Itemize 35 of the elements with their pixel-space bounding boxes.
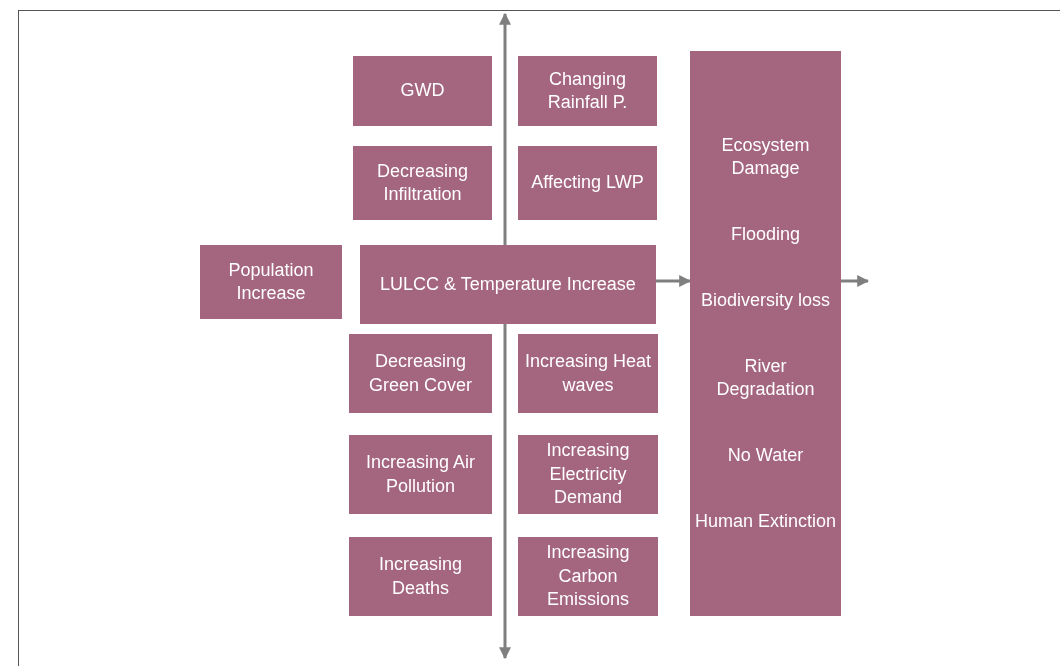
box-text: Increasing Deaths (377, 553, 464, 600)
box-text: Population Increase (227, 258, 315, 305)
process-box (349, 537, 492, 616)
arrow (656, 275, 692, 287)
process-box (353, 146, 492, 220)
box-text: Decreasing Infiltration (375, 159, 469, 206)
process-box (200, 245, 342, 319)
process-box (518, 334, 658, 413)
box-text: Biodiversity loss (700, 288, 830, 312)
arrow (841, 275, 870, 287)
box-text: No Water (727, 444, 804, 468)
box-text: Increasing Carbon Emissions (545, 541, 631, 612)
process-box (349, 435, 492, 514)
process-box (518, 435, 658, 514)
box-text: GWD (400, 79, 445, 103)
box-text: River Degradation (715, 354, 816, 402)
box-text: Human Extinction (694, 510, 837, 533)
process-box (360, 245, 656, 324)
process-box (518, 56, 657, 126)
box-text: LULCC & Temperature Increase (380, 272, 636, 296)
box-text: Ecosystem Damage (720, 133, 811, 180)
box-text: Increasing Heat waves (523, 350, 653, 397)
arrow (499, 12, 511, 245)
box-text: Increasing Air Pollution (364, 451, 477, 498)
arrow (499, 324, 511, 660)
process-box (518, 537, 658, 616)
box-text: Affecting LWP (531, 171, 644, 195)
process-box (518, 146, 657, 220)
box-text: Changing Rainfall P. (546, 67, 629, 114)
box-text: Flooding (730, 222, 800, 246)
box-text: Increasing Electricity Demand (545, 439, 631, 510)
box-text: Decreasing Green Cover (367, 350, 473, 397)
process-box (690, 51, 841, 616)
process-box (353, 56, 492, 126)
process-box (349, 334, 492, 413)
